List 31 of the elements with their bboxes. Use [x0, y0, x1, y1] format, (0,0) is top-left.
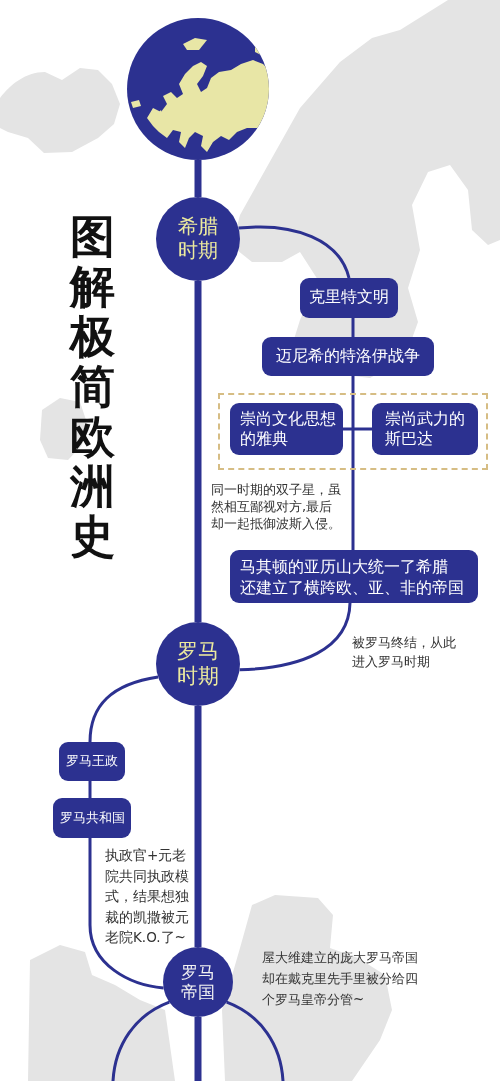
connector-line	[351, 376, 355, 550]
period-circle: 罗马帝国	[163, 947, 233, 1017]
topic-box: 迈尼希的特洛伊战争	[262, 337, 434, 376]
connector-line	[111, 1000, 170, 1081]
note-text: 同一时期的双子星，虽然相互鄙视对方,最后却一起抵御波斯入侵。	[211, 481, 341, 532]
topic-box: 罗马王政	[59, 742, 125, 781]
topic-box: 罗马共和国	[53, 798, 131, 838]
connector-line	[226, 1000, 285, 1081]
topic-box: 崇尚武力的斯巴达	[372, 403, 478, 455]
connector-line	[88, 781, 92, 798]
connector-line	[194, 706, 202, 947]
title-text: 图解极简欧洲史	[68, 212, 116, 562]
topic-box: 崇尚文化思想的雅典	[230, 403, 343, 455]
connector-line	[194, 160, 202, 197]
edge-label: 执政官+元老院共同执政模式，结果想独裁的凯撒被元老院K.O.了~	[105, 846, 189, 947]
period-circle: 希腊时期	[156, 197, 240, 281]
edge-label: 被罗马终结，从此进入罗马时期	[352, 634, 456, 671]
topic-box: 马其顿的亚历山大统一了希腊还建立了横跨欧、亚、非的帝国	[230, 550, 478, 603]
connector-line	[88, 838, 164, 990]
connector-line	[194, 281, 202, 622]
connector-line	[238, 225, 351, 279]
connector-line	[88, 675, 159, 743]
note-text: 屋大维建立的庞大罗马帝国却在戴克里先手里被分给四个罗马皇帝分管~	[262, 949, 418, 1009]
connector-line	[343, 427, 372, 431]
connector-line	[239, 602, 352, 672]
dashed-group-frame	[218, 393, 488, 470]
globe-picture	[127, 18, 269, 160]
connector-line	[194, 1017, 202, 1081]
connector-line	[351, 318, 355, 337]
period-circle: 罗马时期	[156, 622, 240, 706]
topic-box: 克里特文明	[300, 278, 398, 318]
